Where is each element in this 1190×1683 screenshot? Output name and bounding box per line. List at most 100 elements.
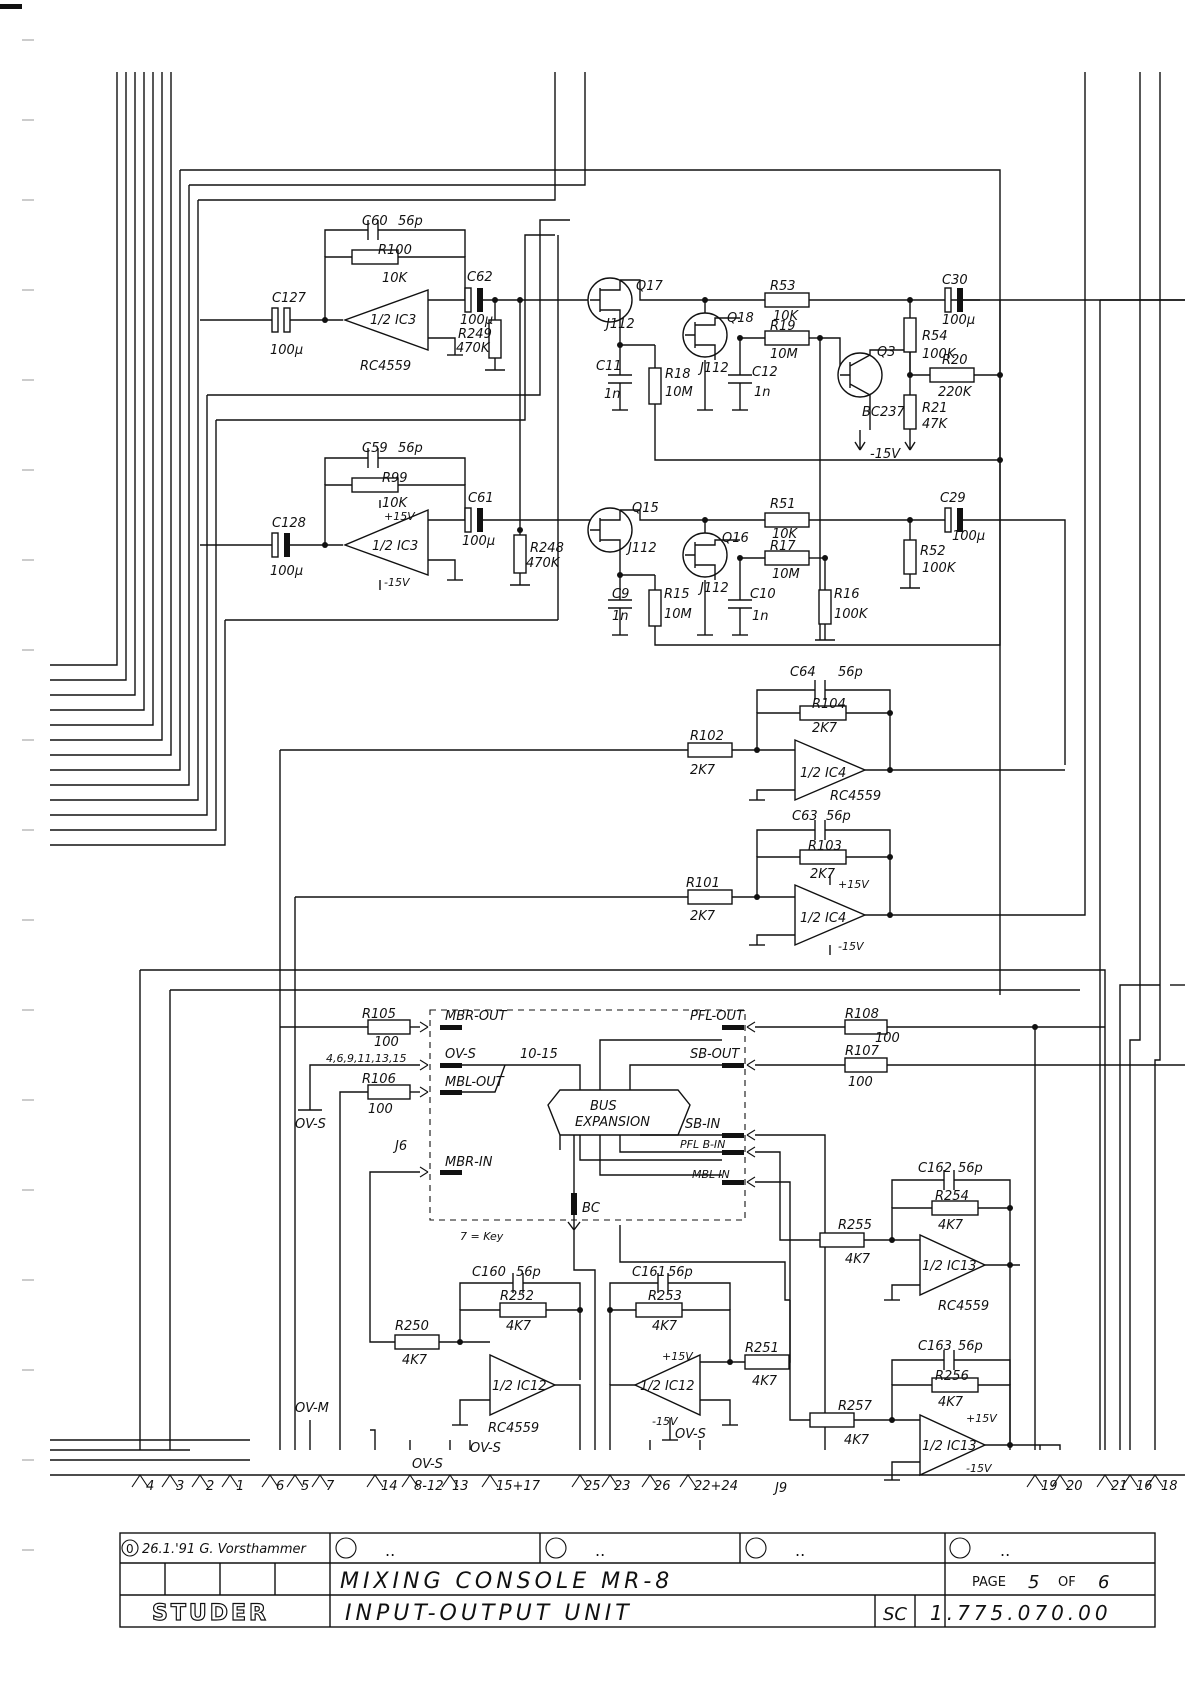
j9-pin: 14: [381, 1479, 398, 1494]
c162-label: C162: [918, 1161, 952, 1176]
j9-pin: 19: [1041, 1479, 1058, 1494]
c127-value: 100µ: [270, 343, 303, 358]
c10-value: 1n: [752, 609, 769, 624]
q15-label: Q15: [632, 501, 659, 516]
revision-number: 0: [126, 1542, 134, 1556]
r105-value: 100: [374, 1035, 399, 1050]
r51-label: R51: [770, 497, 796, 512]
of-label: OF: [1058, 1575, 1076, 1590]
q15-type: J112: [625, 541, 657, 556]
r103-label: R103: [808, 839, 842, 854]
q18-type: J112: [697, 361, 729, 376]
connector-j9-label: J9: [772, 1481, 787, 1496]
doc-prefix: SC: [883, 1604, 907, 1625]
r249-label: R249: [458, 327, 492, 342]
r102-value: 2K7: [690, 763, 716, 778]
c60-label: C60: [362, 214, 388, 229]
ic12b-stage: [607, 1273, 791, 1450]
r16-label: R16: [834, 587, 860, 602]
r101-value: 2K7: [690, 909, 716, 924]
j9-pin: 1: [236, 1479, 244, 1494]
r106-value: 100: [368, 1102, 393, 1117]
r16-value: 100K: [834, 607, 869, 622]
r253-value: 4K7: [652, 1319, 678, 1334]
c161-value: 56p: [668, 1265, 693, 1280]
revision-entry: 26.1.'91 G. Vorsthammer: [142, 1542, 307, 1557]
r257-label: R257: [838, 1399, 873, 1414]
signal-mbr-out: MBR-OUT: [445, 1009, 508, 1024]
r17-value: 10M: [772, 567, 800, 582]
j9-pin: 13: [452, 1479, 469, 1494]
q16-type: J112: [697, 581, 729, 596]
j9-pin: 21: [1111, 1479, 1128, 1494]
c64-value: 56p: [838, 665, 863, 680]
ic13b-stage: [809, 1350, 1061, 1481]
revision-blank: ..: [595, 1541, 605, 1560]
r250-label: R250: [395, 1319, 429, 1334]
ovs-label: OV-S: [470, 1441, 501, 1456]
r255-label: R255: [838, 1218, 872, 1233]
j9-pin: 6: [276, 1479, 284, 1494]
r52-label: R52: [920, 544, 946, 559]
page-number: 5: [1028, 1572, 1039, 1593]
ic12a-type: RC4559: [488, 1421, 539, 1436]
ic3b-supply-p: +15V: [384, 510, 416, 523]
r253-label: R253: [648, 1289, 682, 1304]
margin-ticks: [22, 39, 34, 1551]
r100-label: R100: [378, 243, 412, 258]
c59-label: C59: [362, 441, 388, 456]
r248-label: R248: [530, 541, 564, 556]
r54-label: R54: [922, 329, 948, 344]
r254-value: 4K7: [938, 1218, 964, 1233]
component-labels: C127 100µ C60 56p R100 10K 1/2 IC3 RC455…: [270, 214, 998, 1475]
q3-type: BC237: [862, 405, 906, 420]
r107-value: 100: [848, 1075, 873, 1090]
page-label: PAGE: [972, 1575, 1006, 1590]
ic12b-supply-n: -15V: [652, 1415, 679, 1428]
r54-value: 100K: [922, 347, 957, 362]
j9-pin: 23: [614, 1479, 631, 1494]
r51-value: 10K: [772, 527, 799, 542]
r21-value: 47K: [922, 417, 949, 432]
q17-label: Q17: [636, 279, 664, 294]
key-note: 7 = Key: [460, 1230, 504, 1243]
c128-value: 100µ: [270, 564, 303, 579]
pins-list: 4,6,9,11,13,15: [326, 1052, 406, 1065]
r249-value: 470K: [456, 341, 491, 356]
revision-blank: ..: [795, 1541, 805, 1560]
r108-value: 100: [875, 1031, 900, 1046]
r106-label: R106: [362, 1072, 396, 1087]
ic4b-supply-p: +15V: [838, 878, 870, 891]
ic3a-type: RC4559: [360, 359, 411, 374]
r99-label: R99: [382, 471, 408, 486]
c12-label: C12: [752, 365, 778, 380]
ic3a-stage: [200, 220, 590, 533]
c61-value: 100µ: [462, 534, 495, 549]
r20-value: 220K: [938, 385, 973, 400]
q3-label: Q3: [877, 345, 896, 360]
j9-pin: 20: [1066, 1479, 1083, 1494]
ic3b-supply-n: -15V: [384, 576, 411, 589]
ic3a-label: 1/2 IC3: [370, 313, 416, 328]
right-bus-wiring: [139, 72, 1185, 1450]
ic4a-label: 1/2 IC4: [800, 766, 846, 781]
doc-number: 1.775.070.00: [930, 1601, 1112, 1625]
bottom-left-wiring: [50, 1420, 1185, 1476]
j9-pin: 7: [326, 1479, 335, 1494]
c160-label: C160: [472, 1265, 506, 1280]
j9-pin: 22+24: [694, 1479, 738, 1494]
c59-value: 56p: [398, 441, 423, 456]
j9-pin: 25: [584, 1479, 601, 1494]
signal-ov-s: OV-S: [445, 1047, 476, 1062]
r20-label: R20: [942, 353, 968, 368]
r52-value: 100K: [922, 561, 957, 576]
drawing-title-line2: INPUT-OUTPUT UNIT: [345, 1601, 633, 1626]
c9-label: C9: [612, 587, 629, 602]
c160-value: 56p: [516, 1265, 541, 1280]
bus-label: BUS: [590, 1099, 617, 1114]
ic13b-supply-p: +15V: [966, 1412, 998, 1425]
r53-value: 10K: [773, 309, 800, 324]
ic4a-stage: [279, 680, 1065, 1450]
ic13a-stage: [819, 1170, 1020, 1450]
